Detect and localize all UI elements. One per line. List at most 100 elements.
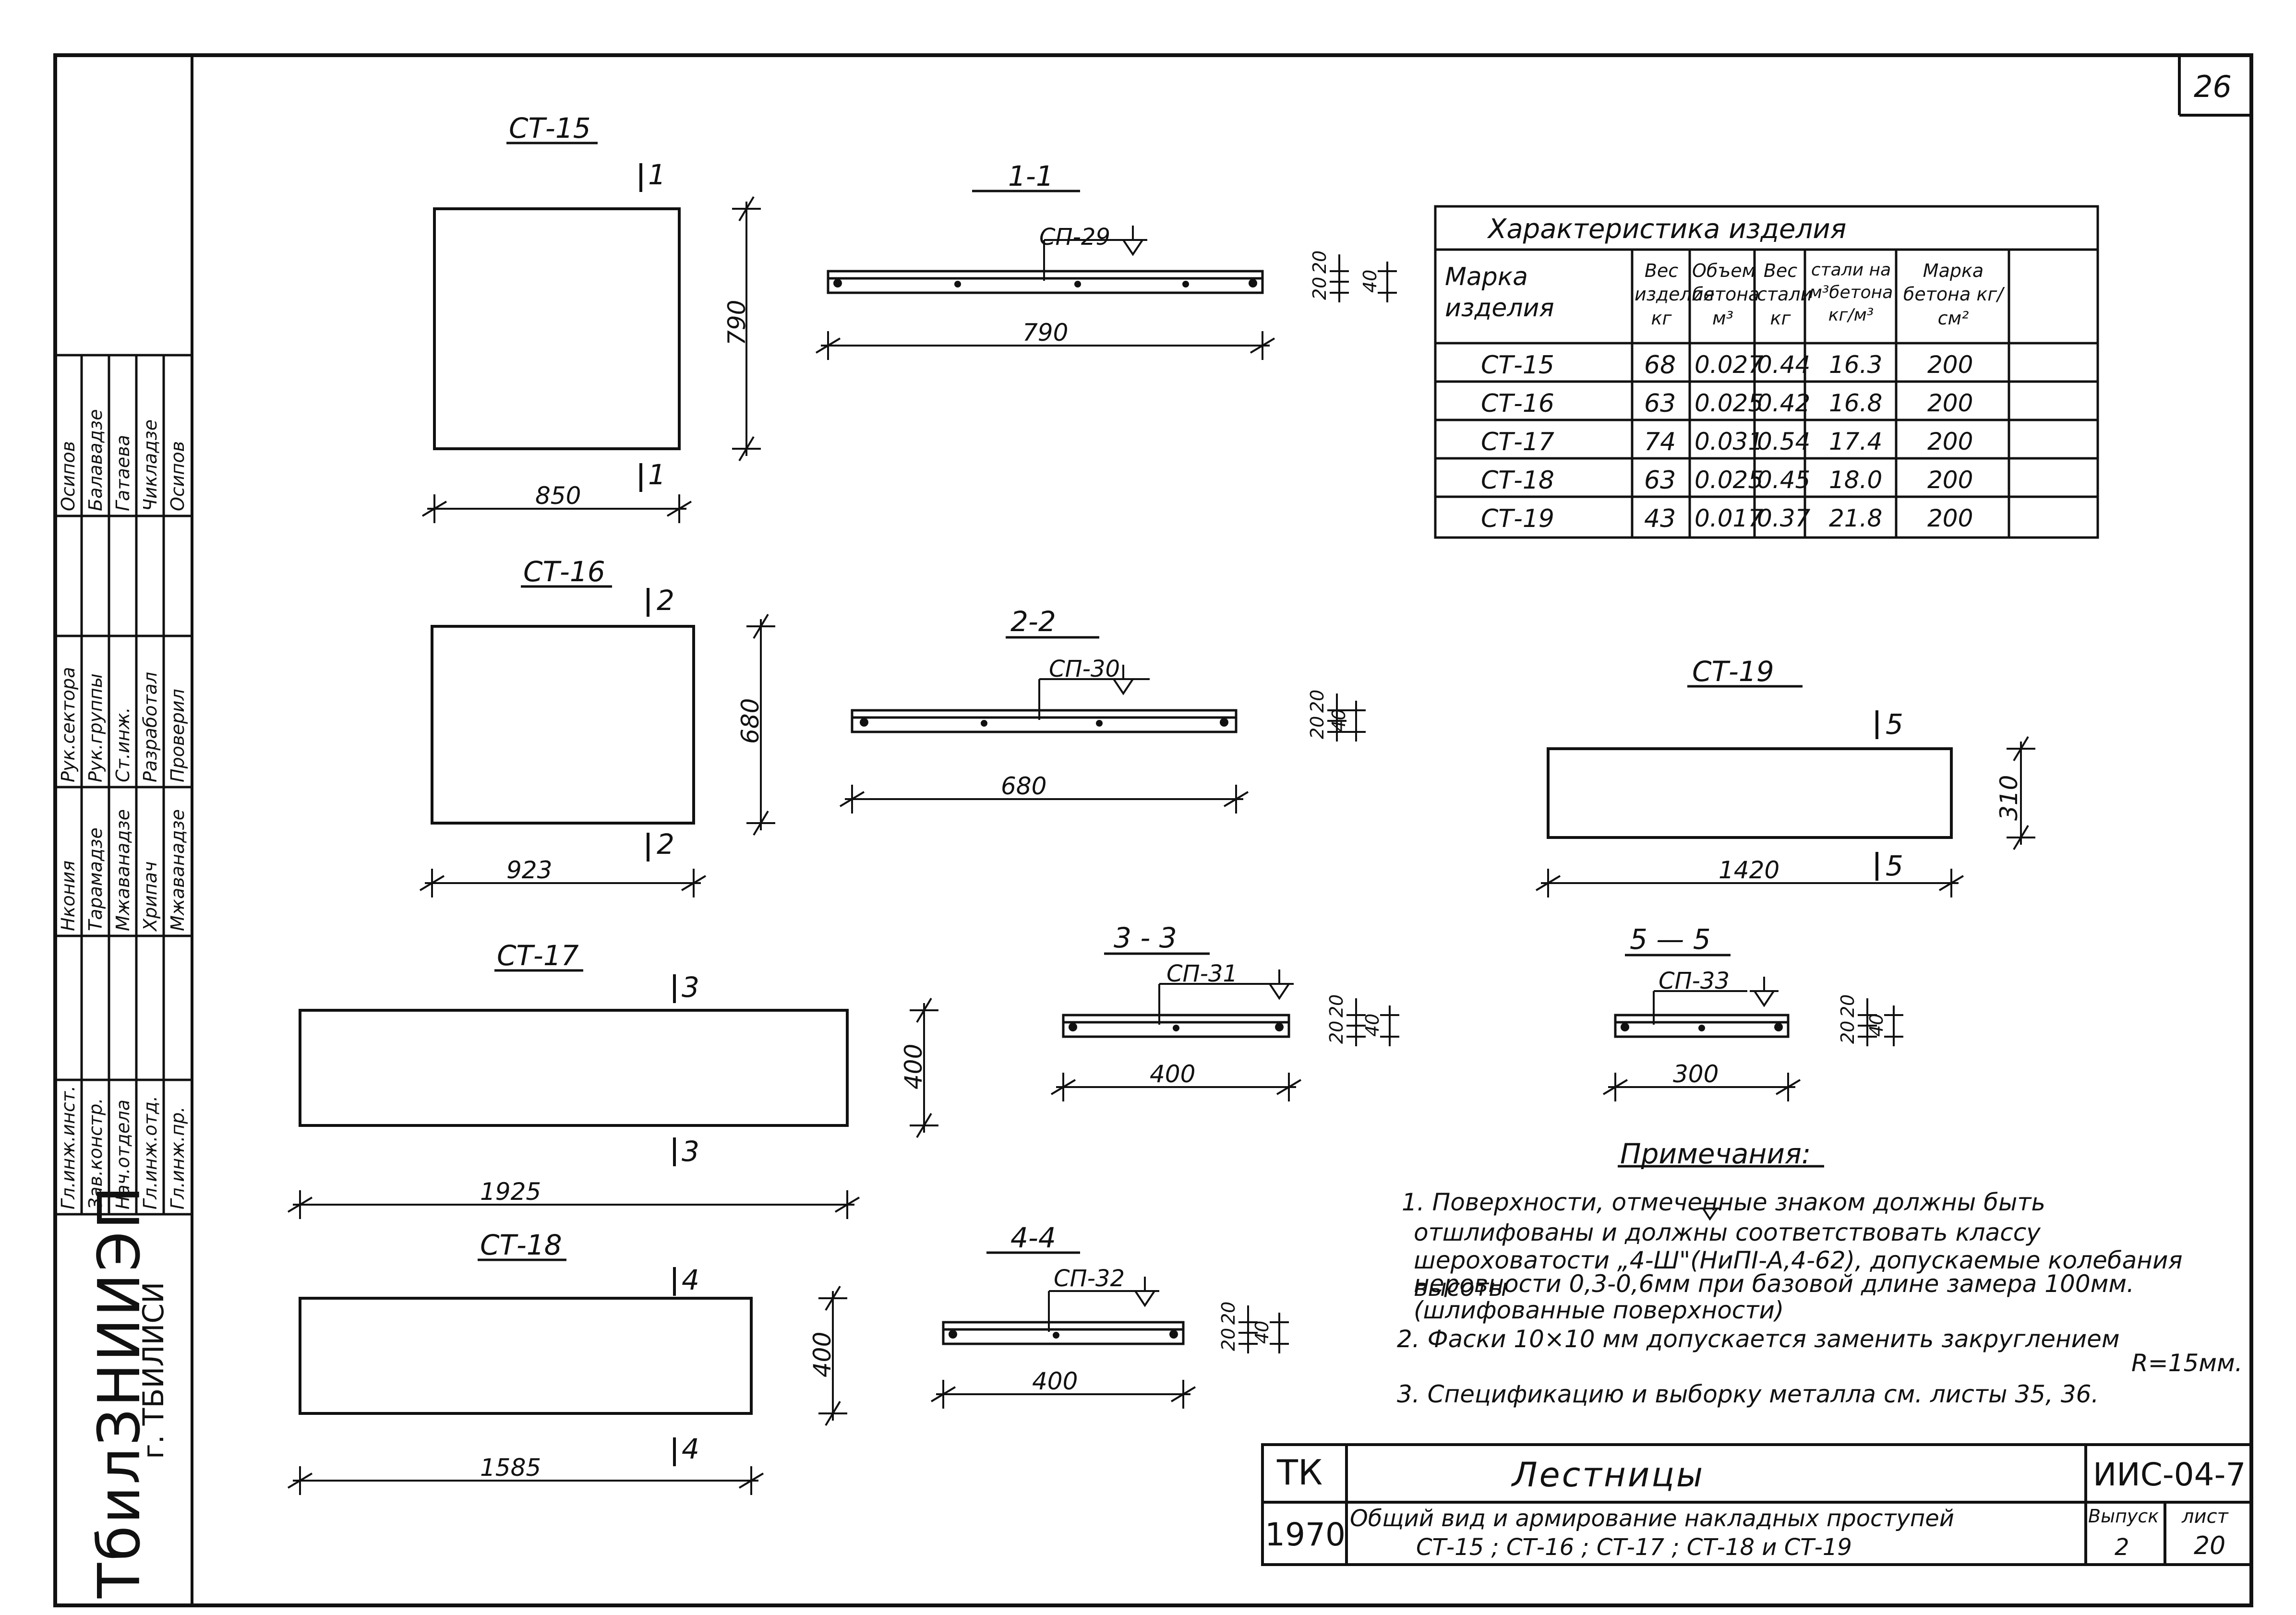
table-cell: СТ-16 — [1481, 389, 1555, 418]
table-cell: 200 — [1927, 504, 1973, 532]
cut-number: 4 — [682, 1264, 699, 1296]
stamp-signer: Осипов — [58, 441, 79, 511]
section-length-4-4: 400 — [1032, 1367, 1078, 1395]
table-cell: 200 — [1927, 466, 1973, 494]
table-cell: 0.45 — [1757, 466, 1811, 494]
section-length-5-5: 300 — [1673, 1060, 1719, 1088]
title-block-lines — [1261, 1443, 2253, 1566]
section-length-2-2: 680 — [1001, 772, 1047, 800]
table-cell: 0.44 — [1757, 351, 1811, 379]
thickness-label: 20 — [1326, 1020, 1347, 1044]
thickness-label: 20 — [1837, 994, 1858, 1017]
dimension-lines — [287, 196, 2035, 1495]
table-cell: СТ-17 — [1481, 428, 1555, 456]
stamp-signer: Чикладзе — [140, 419, 161, 511]
thickness-label: 40 — [1362, 1013, 1383, 1037]
dim-width-ct18: 1585 — [480, 1454, 541, 1482]
plan-ct16-outline — [431, 625, 695, 825]
stamp-signer: Гатаева — [112, 435, 133, 511]
cut-number: 3 — [682, 971, 699, 1004]
dim-height-ct18: 400 — [808, 1331, 836, 1377]
stamp-name: Хрипач — [140, 861, 161, 931]
note-line: 3. Спецификацию и выборку металла см. ли… — [1397, 1380, 2099, 1408]
table-cell: 0.025 — [1695, 466, 1764, 494]
title-issue: 2 — [2115, 1534, 2129, 1561]
table-cell: 68 — [1644, 351, 1676, 380]
plan-label-ct18: СТ-18 — [480, 1229, 562, 1261]
stamp-title: Разработал — [140, 671, 161, 782]
note-line: R=15мм. — [2131, 1349, 2243, 1377]
table-cell: 200 — [1927, 389, 1973, 417]
table-cell: СТ-15 — [1481, 351, 1555, 380]
table-header-mark: Марка изделия — [1445, 263, 1554, 323]
plan-ct17-outline — [299, 1009, 849, 1127]
note-line: (шлифованные поверхности) — [1414, 1296, 1784, 1324]
table-header-concrete-grade: Марка бетона кг/см² — [1903, 260, 2004, 329]
thickness-label: 40 — [1328, 708, 1349, 732]
thickness-label: 40 — [1359, 269, 1381, 293]
characteristics-table-lines — [1434, 205, 2099, 539]
stamp-name: Мжаванадзе — [167, 809, 188, 931]
table-cell: 18.0 — [1829, 466, 1883, 494]
stamp-role: Гл.инж.пр. — [167, 1106, 188, 1209]
thickness-label: 20 — [1326, 994, 1347, 1017]
plan-ct19-outline — [1547, 747, 1953, 839]
thickness-label: 20 — [1309, 276, 1330, 300]
table-cell: 63 — [1644, 389, 1676, 418]
table-cell: СТ-18 — [1481, 466, 1555, 495]
note-line: 2. Фаски 10×10 мм допускается заменить з… — [1397, 1325, 2120, 1353]
title-series: ТК — [1277, 1452, 1323, 1493]
organization-city: г. ТБИЛИСИ — [137, 1281, 170, 1459]
note-line: отшлифованы и должны соответствовать кла… — [1414, 1219, 2183, 1302]
table-cell: 0.025 — [1695, 389, 1764, 417]
dim-height-ct19: 310 — [1995, 775, 2023, 821]
table-cell: 0.37 — [1757, 504, 1811, 532]
stamp-role: Зав.констр. — [85, 1098, 106, 1209]
label-underlines — [478, 142, 1824, 1261]
table-cell: 74 — [1644, 428, 1676, 456]
dim-width-ct19: 1420 — [1719, 856, 1780, 884]
page-number: 26 — [2194, 69, 2232, 104]
section-length-3-3: 400 — [1150, 1060, 1196, 1088]
cut-number: 3 — [682, 1135, 699, 1168]
rebar-dots — [833, 279, 1783, 1339]
dim-height-ct16: 680 — [736, 698, 764, 744]
mesh-label-sp30: СП-30 — [1049, 656, 1120, 682]
outer-frame — [53, 53, 2253, 1607]
section-length-1-1: 790 — [1022, 319, 1069, 347]
cut-number: 2 — [657, 828, 674, 861]
stamp-title: Ст.инж. — [112, 707, 133, 782]
thickness-label: 20 — [1307, 689, 1328, 713]
table-cell: 200 — [1927, 428, 1973, 455]
stamp-title: Рук.группы — [85, 673, 106, 782]
table-cell: 200 — [1927, 351, 1973, 379]
thickness-label: 20 — [1837, 1020, 1858, 1044]
stamp-name: Мжаванадзе — [112, 809, 133, 931]
table-cell: 21.8 — [1829, 504, 1883, 532]
dim-height-ct15: 790 — [723, 299, 751, 346]
table-header-weight: Вес изделия кг — [1635, 260, 1715, 329]
thickness-label: 40 — [1866, 1013, 1887, 1037]
cut-number: 5 — [1886, 849, 1903, 882]
thickness-label: 20 — [1218, 1328, 1239, 1351]
plan-ct18-outline — [299, 1297, 753, 1415]
table-cell: 0.031 — [1695, 428, 1764, 455]
plan-label-ct19: СТ-19 — [1692, 655, 1774, 688]
stamp-title: Проверил — [167, 689, 188, 782]
finish-symbols — [1109, 226, 1779, 1307]
plan-label-ct15: СТ-15 — [509, 112, 591, 144]
section-label-5-5: 5 — 5 — [1630, 923, 1711, 956]
table-cell: 16.8 — [1829, 389, 1883, 417]
dim-width-ct16: 923 — [506, 856, 553, 884]
section-label-3-3: 3 - 3 — [1114, 921, 1177, 954]
table-cell: 43 — [1644, 504, 1676, 533]
mesh-label-sp31: СП-31 — [1166, 960, 1238, 987]
cut-marks — [639, 163, 1878, 1466]
stamp-grid — [55, 354, 192, 1216]
stamp-role: Гл.инж.отд. — [140, 1095, 161, 1209]
thickness-label: 20 — [1307, 716, 1328, 739]
table-cell: 17.4 — [1829, 428, 1883, 455]
table-cell: 16.3 — [1829, 351, 1883, 379]
